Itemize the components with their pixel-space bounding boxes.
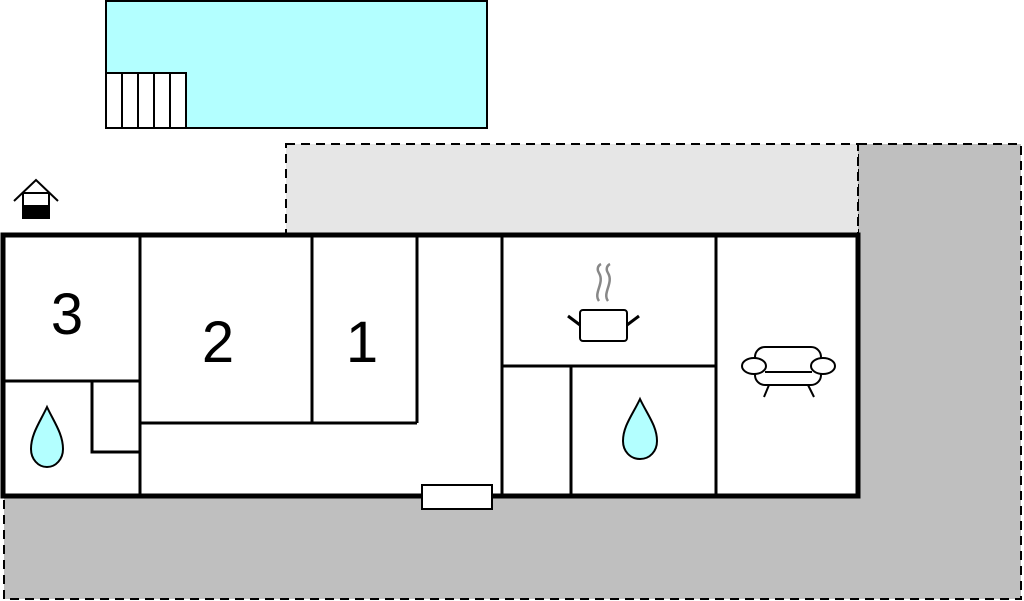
terrace-covered xyxy=(285,143,859,235)
pool-steps xyxy=(105,72,187,129)
sofa-icon xyxy=(741,346,836,398)
house-outline xyxy=(0,232,861,499)
cooking-pot-icon xyxy=(567,262,640,342)
water-drop-icon xyxy=(29,404,65,469)
interior-walls xyxy=(3,235,718,496)
water-drop-icon xyxy=(621,396,659,461)
room-number-1: 1 xyxy=(346,310,378,375)
shed-icon xyxy=(13,178,59,219)
room-number-3: 3 xyxy=(51,282,83,347)
entrance-step xyxy=(421,484,493,510)
terrace-open xyxy=(3,143,1022,600)
room-number-2: 2 xyxy=(202,310,234,375)
